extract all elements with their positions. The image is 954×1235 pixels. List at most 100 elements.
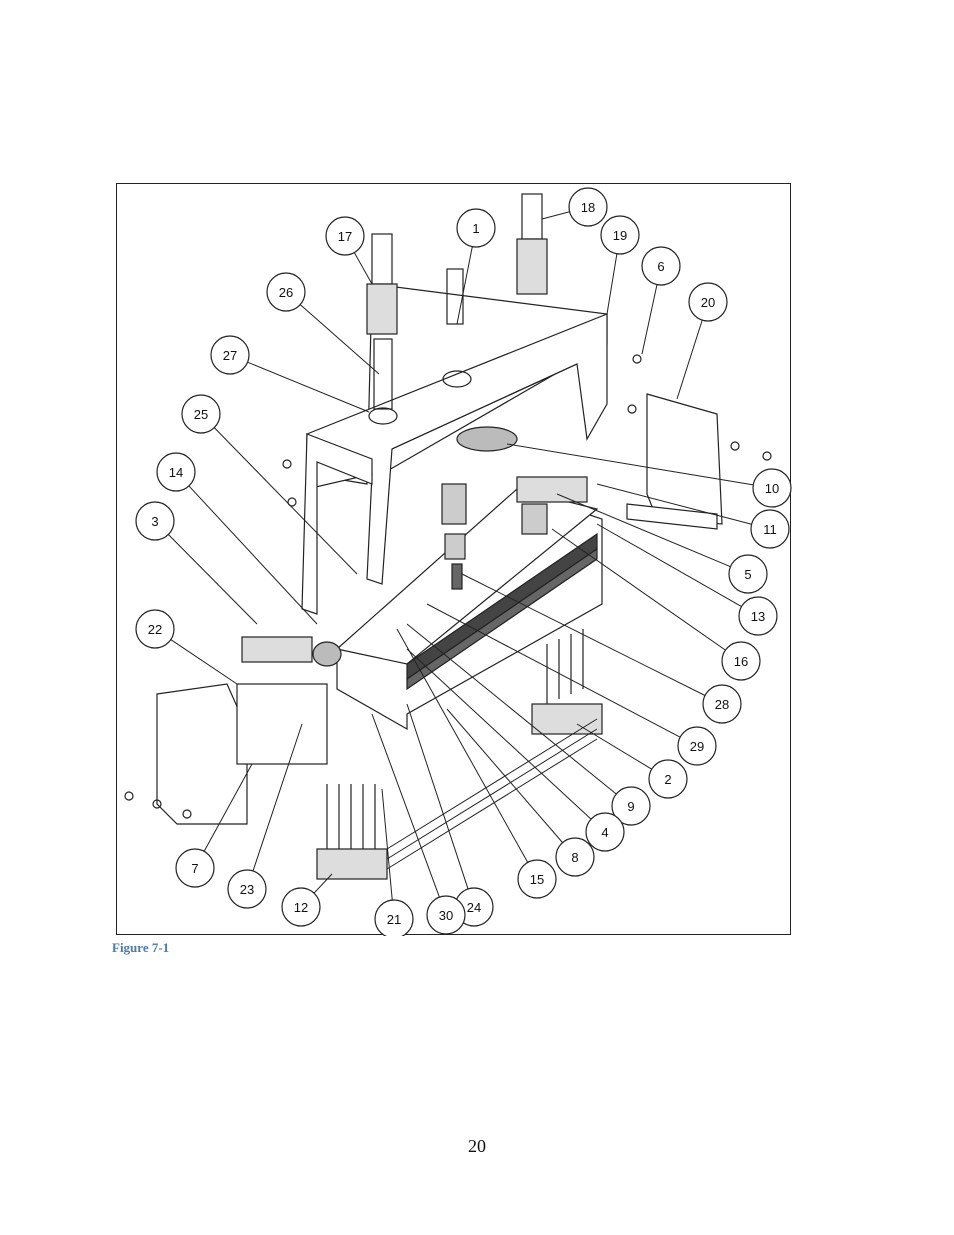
screw [282,459,292,469]
fitting-17-body [366,283,398,335]
end-cover-20 [646,393,723,525]
callout-25-label: 25 [194,407,208,422]
clamp-23 [236,683,328,765]
screw [182,809,192,819]
callout-4: 4 [585,812,625,852]
leader-line [606,253,618,315]
terminal-block-5 [516,476,588,503]
callout-29: 29 [677,726,717,766]
leader-line [406,648,592,820]
leader-line [406,703,469,890]
callout-27: 27 [210,335,250,375]
screw-6 [632,354,642,364]
callout-5-label: 5 [744,567,751,582]
leader-line [426,603,681,738]
callout-19: 19 [600,215,640,255]
callout-28-label: 28 [715,697,729,712]
callout-29-label: 29 [690,739,704,754]
leader-line [252,723,303,872]
leader-line [596,523,742,608]
figure-caption: Figure 7-1 [112,940,170,955]
knob-14 [312,641,342,667]
leader-line [506,443,754,486]
leader-line [456,246,473,325]
callout-30-label: 30 [439,908,453,923]
screw [124,791,134,801]
callout-20-label: 20 [701,295,715,310]
callout-16-label: 16 [734,654,748,669]
callout-18-label: 18 [581,200,595,215]
leader-line [188,485,318,625]
callout-10-label: 10 [765,481,779,496]
callout-10: 10 [752,468,792,508]
fitting-13 [521,503,548,535]
callout-23-label: 23 [240,882,254,897]
probe-comb-12 [316,784,388,880]
fitting-16 [441,483,467,525]
callout-12-label: 12 [294,900,308,915]
screw [287,497,297,507]
callout-9-label: 9 [627,799,634,814]
page-number: 20 [468,1136,486,1156]
cylinder-10 [456,426,518,452]
exploded-assembly-drawing: 17 1 18 19 6 26 20 27 25 14 10 11 3 5 13… [124,187,792,936]
hole [442,370,472,388]
callout-3-label: 3 [151,514,158,529]
callout-13-label: 13 [751,609,765,624]
leader-line [247,361,370,413]
screw [762,451,772,461]
screw [627,404,637,414]
callout-17: 17 [325,216,365,256]
leader-line [170,639,238,685]
callout-13: 13 [738,596,778,636]
callout-26: 26 [266,272,306,312]
callout-8: 8 [555,837,595,877]
leader-line [641,284,658,355]
terminal-block-3 [241,636,313,663]
callout-2: 2 [648,759,688,799]
callout-17-label: 17 [338,229,352,244]
leader-line [576,723,652,770]
callout-bubbles: 17 1 18 19 6 26 20 27 25 14 10 11 3 5 13… [135,187,792,936]
fitting-28 [444,533,466,560]
callout-11-label: 11 [763,522,777,537]
leader-line [371,713,440,898]
callout-21-label: 21 [387,912,401,927]
leader-line [299,304,380,375]
leader-line [556,493,731,568]
sleeve-1 [446,268,464,325]
leader-line [596,483,752,525]
probe-comb-2 [531,629,603,735]
assembly-parts [124,193,772,880]
leader-line [461,573,706,696]
end-cover-22 [156,683,248,825]
ring-27 [368,407,398,425]
screw [730,441,740,451]
screw [152,799,162,809]
callout-4-label: 4 [601,825,608,840]
callout-26-label: 26 [279,285,293,300]
fitting-18-body [516,238,548,295]
callout-1-label: 1 [472,221,479,236]
callout-8-label: 8 [571,850,578,865]
callout-7-label: 7 [191,861,198,876]
tube-26 [373,338,393,410]
leader-line [406,623,617,795]
leader-line [168,534,258,625]
callout-16: 16 [721,641,761,681]
callout-6: 6 [641,246,681,286]
callout-15-label: 15 [530,872,544,887]
leader-line [541,211,570,220]
callout-18: 18 [568,187,608,227]
callout-27-label: 27 [223,348,237,363]
callout-23: 23 [227,869,267,909]
callout-12: 12 [281,887,321,927]
callout-9: 9 [611,786,651,826]
leader-line [551,528,726,651]
callout-5: 5 [728,554,768,594]
callout-2-label: 2 [664,772,671,787]
callout-28: 28 [702,684,742,724]
leader-line [203,763,253,852]
callout-30: 30 [426,895,466,935]
callout-14-label: 14 [169,465,183,480]
